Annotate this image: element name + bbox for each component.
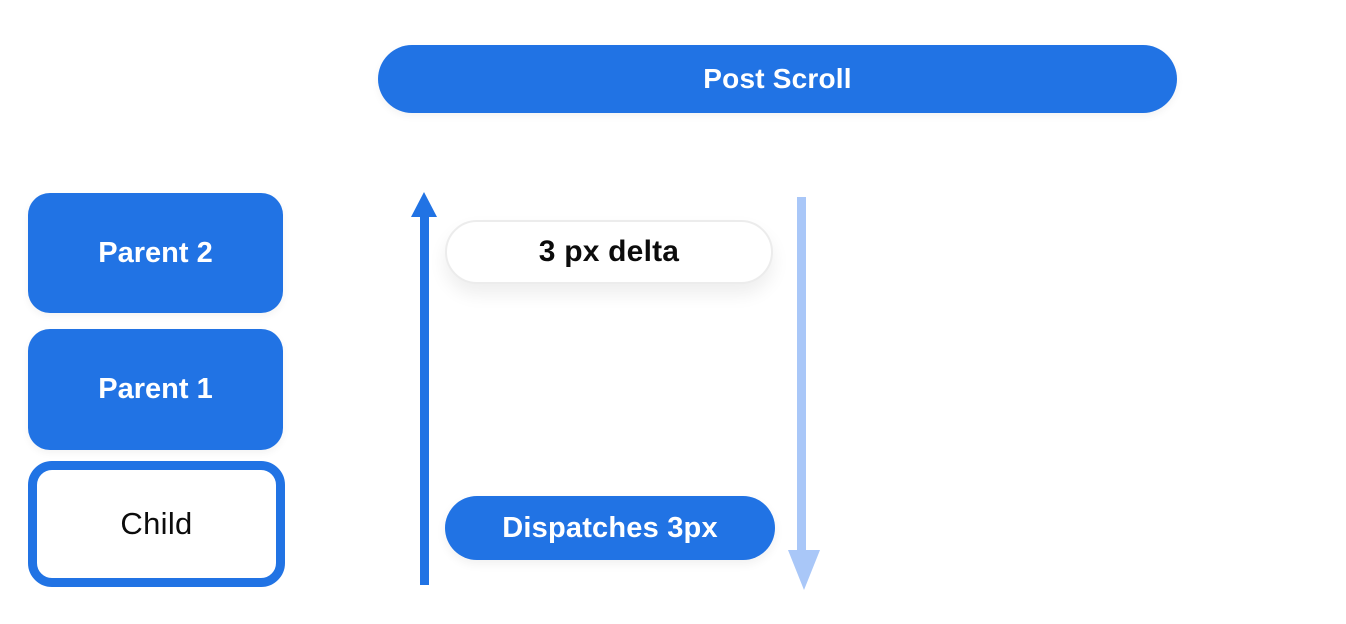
post-scroll-label: Post Scroll	[703, 63, 852, 94]
child-label: Child	[120, 506, 193, 541]
parent2-box: Parent 2	[28, 193, 283, 313]
arrow-down-shaft	[797, 197, 806, 552]
arrow-down-icon	[788, 550, 820, 590]
parent2-label: Parent 2	[98, 236, 213, 269]
delta-pill: 3 px delta	[445, 220, 773, 284]
delta-pill-label: 3 px delta	[538, 235, 680, 268]
arrow-up-icon	[411, 192, 437, 217]
parent1-box: Parent 1	[28, 329, 283, 450]
post-scroll-banner: Post Scroll	[378, 45, 1177, 113]
child-box: Child	[28, 461, 285, 587]
dispatch-pill: Dispatches 3px	[445, 496, 775, 560]
dispatch-pill-label: Dispatches 3px	[502, 511, 718, 544]
parent1-label: Parent 1	[98, 373, 213, 405]
arrow-up-shaft	[420, 214, 429, 585]
